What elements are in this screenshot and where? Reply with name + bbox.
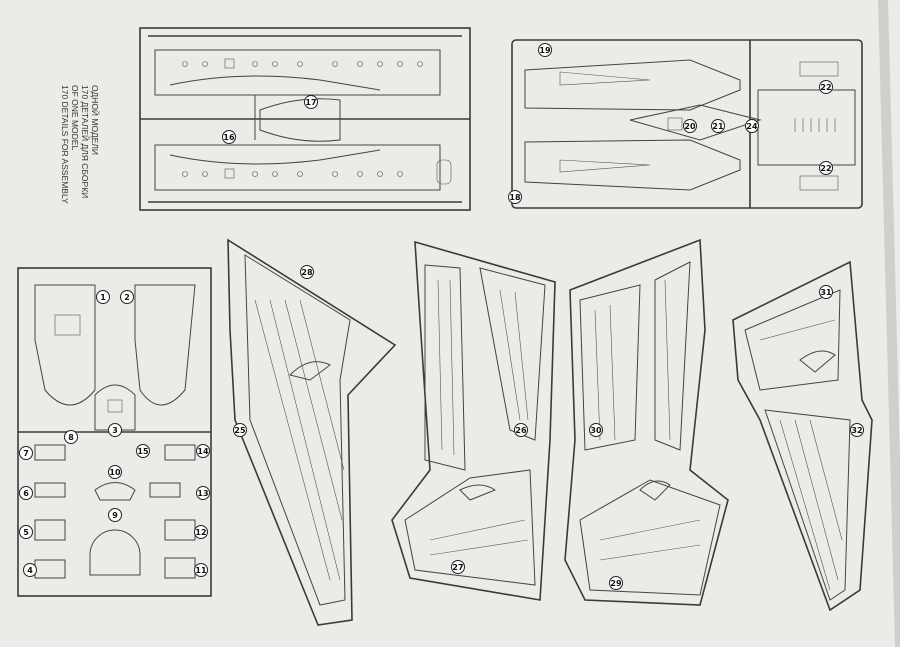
part-number-label: 16 [223, 133, 235, 142]
part-number-label: 7 [23, 449, 29, 458]
part-number-marker [819, 80, 833, 94]
part-number-marker [196, 444, 210, 458]
part-number-marker [196, 486, 210, 500]
part-number-label: 17 [305, 98, 316, 107]
fuselage-sprue [139, 27, 471, 211]
part-number-label: 1 [100, 293, 106, 302]
wing-sprue-2 [391, 240, 556, 601]
caption-line-4: ОДНОЙ МОДЕЛИ [90, 85, 101, 155]
part-number-marker [589, 423, 603, 437]
part-number-label: 3 [112, 426, 118, 435]
part-number-label: 9 [112, 511, 118, 520]
part-number-label: 4 [27, 566, 33, 575]
assembly-caption: 170 DETAILS FOR ASSEMBLY OF ONE MODEL 17… [60, 85, 101, 204]
part-number-marker [819, 285, 833, 299]
wing-sprue-4 [732, 260, 873, 612]
part-number-marker [819, 161, 833, 175]
part-number-marker [683, 119, 697, 133]
part-number-marker [745, 119, 759, 133]
part-number-marker [609, 576, 623, 590]
caption-line-2: OF ONE MODEL [70, 85, 80, 150]
part-number-label: 21 [712, 122, 724, 131]
part-number-marker [108, 423, 122, 437]
part-number-marker [711, 119, 725, 133]
part-number-label: 25 [234, 426, 246, 435]
part-number-marker [850, 423, 864, 437]
part-number-label: 31 [820, 288, 832, 297]
part-number-marker [19, 446, 33, 460]
part-number-marker [108, 508, 122, 522]
part-number-marker [233, 423, 247, 437]
part-number-marker [194, 525, 208, 539]
part-number-label: 30 [590, 426, 602, 435]
caption-line-3: 170 ДЕТАЛЕЙ ДЛЯ СБОРКИ [80, 85, 91, 198]
part-number-label: 24 [746, 122, 758, 131]
part-number-label: 5 [23, 528, 29, 537]
part-number-label: 11 [195, 566, 207, 575]
part-number-label: 28 [301, 268, 313, 277]
part-number-marker [19, 525, 33, 539]
cockpit-sprue [17, 267, 212, 597]
part-number-label: 22 [820, 83, 831, 92]
part-number-marker [300, 265, 314, 279]
part-number-marker [304, 95, 318, 109]
part-number-marker [222, 130, 236, 144]
part-number-marker [120, 290, 134, 304]
part-number-label: 13 [197, 489, 208, 498]
part-number-label: 14 [197, 447, 209, 456]
part-number-label: 10 [109, 468, 121, 477]
part-number-marker [451, 560, 465, 574]
part-number-label: 32 [851, 426, 862, 435]
part-number-label: 12 [195, 528, 206, 537]
part-number-label: 20 [684, 122, 696, 131]
part-number-label: 18 [509, 193, 521, 202]
part-number-marker [194, 563, 208, 577]
part-number-marker [19, 486, 33, 500]
part-number-label: 26 [515, 426, 527, 435]
part-number-label: 2 [124, 293, 130, 302]
part-number-label: 19 [539, 46, 551, 55]
part-number-label: 22 [820, 164, 831, 173]
wing-sprue-3 [564, 238, 729, 606]
caption-line-1: 170 DETAILS FOR ASSEMBLY [60, 85, 70, 204]
part-number-marker [538, 43, 552, 57]
part-number-marker [23, 563, 37, 577]
part-number-marker [96, 290, 110, 304]
part-number-label: 8 [68, 433, 74, 442]
part-number-marker [136, 444, 150, 458]
part-number-label: 27 [452, 563, 463, 572]
part-number-marker [508, 190, 522, 204]
part-number-marker [514, 423, 528, 437]
part-number-label: 29 [610, 579, 622, 588]
part-number-label: 15 [137, 447, 149, 456]
part-number-marker [64, 430, 78, 444]
wing-sprue-1 [227, 238, 397, 626]
part-number-label: 6 [23, 489, 29, 498]
part-number-marker [108, 465, 122, 479]
